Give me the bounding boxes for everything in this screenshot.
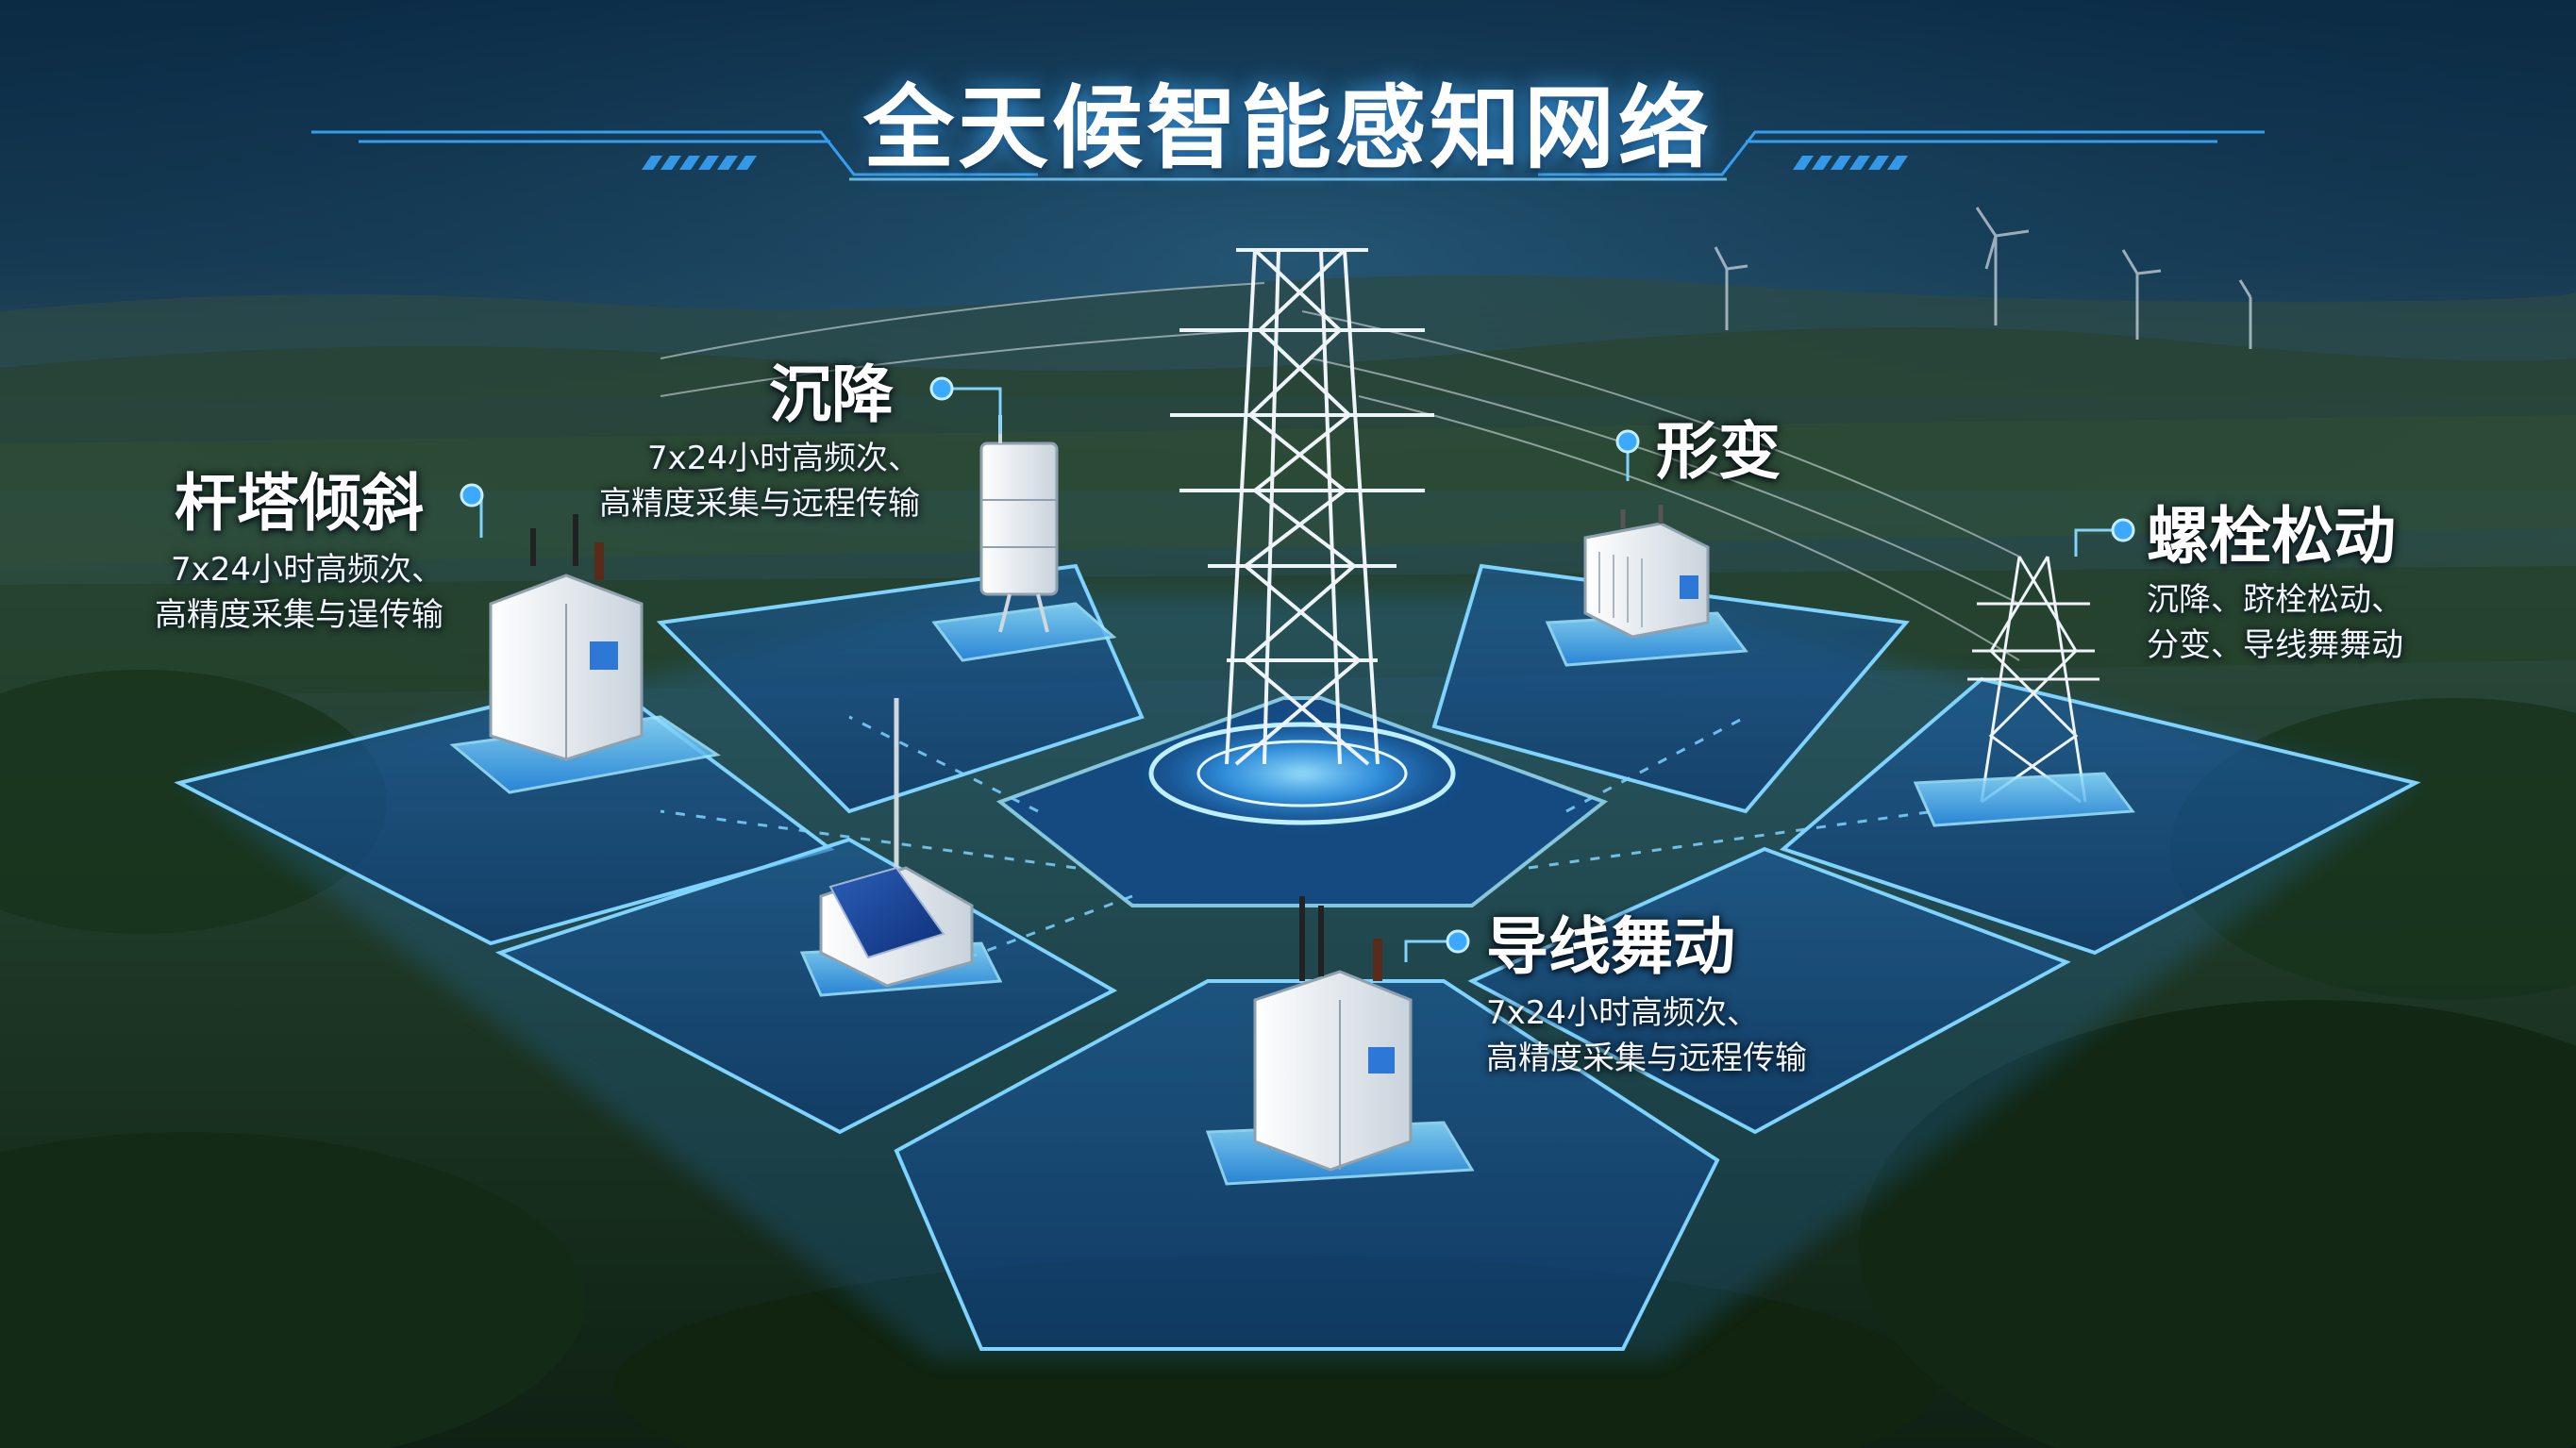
settlement-description: 7x24小时高频次、 高精度采集与远程传输 [599, 436, 920, 526]
bolt-loosening-label: 螺栓松动 [2147, 500, 2396, 573]
tilt-description-line-2: 高精度采集与逞传输 [155, 596, 443, 634]
solar-weather-station [819, 698, 974, 988]
settlement-description-line-2: 高精度采集与远程传输 [599, 485, 920, 523]
tilt-description-line-1: 7x24小时高频次、 [170, 551, 443, 589]
settlement-description-line-1: 7x24小时高频次、 [646, 440, 920, 477]
tilt-sensor-cabinet [489, 514, 644, 761]
right-tower [1967, 556, 2099, 804]
galloping-description-line-1: 7x24小时高频次、 [1486, 994, 1760, 1032]
galloping-description-line-2: 高精度采集与远程传输 [1486, 1040, 1807, 1077]
settlement-label: 沉降 [769, 358, 894, 431]
galloping-sensor-cabinet [1253, 896, 1413, 1172]
bolt-description-line-1: 沉降、跻栓松动、 [2147, 581, 2403, 619]
deformation-sensor [1583, 505, 1710, 639]
tilt-label: 杆塔倾斜 [175, 467, 424, 540]
settlement-sensor [979, 415, 1059, 633]
tilt-description: 7x24小时高频次、 高精度采集与逞传输 [155, 547, 443, 638]
bolt-loosening-description: 沉降、跻栓松动、 分变、导线舞舞动 [2147, 577, 2403, 668]
galloping-label: 导线舞动 [1486, 910, 1735, 983]
galloping-description: 7x24小时高频次、 高精度采集与远程传输 [1486, 990, 1807, 1081]
central-tower [1170, 248, 1434, 766]
bolt-description-line-2: 分变、导线舞舞动 [2147, 626, 2403, 664]
page-title: 全天候智能感知网络 [863, 75, 1713, 181]
deformation-label: 形变 [1656, 415, 1781, 488]
